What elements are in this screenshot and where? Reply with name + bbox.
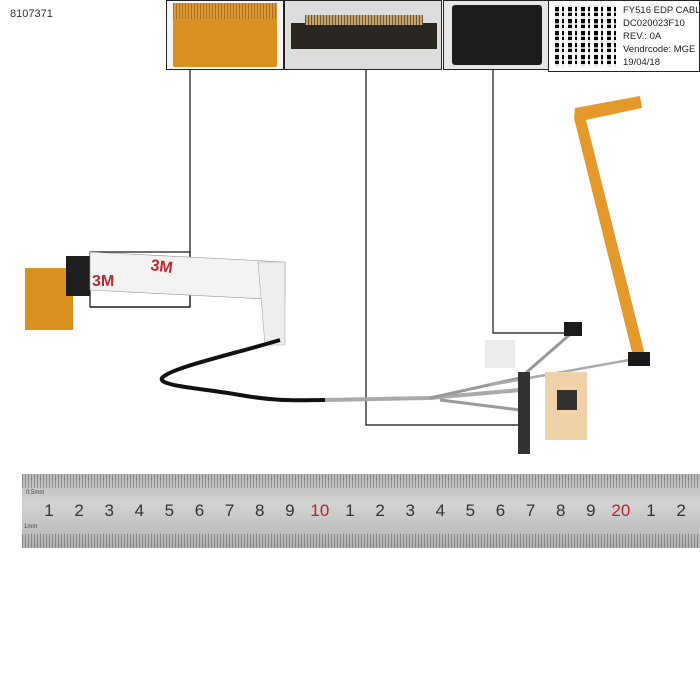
label-line: DC020023F10	[623, 18, 685, 29]
gray-cable-branch	[439, 398, 521, 412]
ruler-number: 9	[586, 501, 596, 520]
cable-label: FY516 EDP CABLE DC020023F10 REV.: 0A Ven…	[548, 0, 700, 72]
ruler-number: 6	[495, 501, 506, 520]
small-connector	[564, 322, 582, 336]
ruler-number: 10	[310, 501, 330, 520]
right-connector	[628, 352, 650, 366]
sticker-qr	[557, 390, 577, 410]
adhesive-tape	[89, 251, 286, 301]
callout-line	[492, 70, 565, 334]
tape-brand: 3M	[92, 273, 114, 290]
ruler-number: 20	[611, 501, 631, 520]
label-text: FY516 EDP CABLE DC020023F10 REV.: 0A Ven…	[623, 4, 700, 69]
tape-piece	[485, 340, 515, 368]
ruler-number: 3	[104, 501, 114, 520]
connector-pins	[173, 3, 277, 19]
connector-body	[452, 5, 542, 65]
qr-code	[555, 5, 617, 67]
ruler-number: 4	[134, 501, 145, 520]
callout-line	[365, 70, 520, 426]
adhesive-tape-tail	[257, 261, 286, 346]
ruler-unit-top: 0.5mm	[26, 490, 45, 496]
connector-body	[291, 23, 437, 49]
connector-pins	[305, 15, 423, 25]
ruler-number: 2	[676, 501, 686, 520]
ruler-number: 2	[375, 501, 385, 520]
ruler-number: 1	[646, 501, 656, 520]
inset-connector-flex	[166, 0, 284, 70]
ruler-number: 5	[164, 501, 175, 520]
gray-cable-branch	[489, 356, 641, 387]
gray-cable	[324, 388, 521, 402]
left-flex-connector	[25, 268, 73, 330]
label-line: FY516 EDP CABLE	[623, 5, 700, 16]
display-connector	[518, 372, 530, 454]
label-line: REV.: 0A	[623, 31, 662, 42]
label-line: Vendrcode: MGE	[623, 44, 696, 55]
ruler-number: 4	[435, 501, 446, 520]
ruler-ticks-top	[22, 474, 700, 488]
callout-lines	[90, 70, 565, 426]
ruler-number: 1	[345, 501, 355, 520]
ruler-number: 2	[74, 501, 84, 520]
ruler-number: 6	[194, 501, 205, 520]
ruler-number: 7	[224, 501, 235, 520]
ruler-ticks-bottom	[22, 534, 700, 548]
right-flex-cable	[574, 96, 645, 360]
product-code: 8107371	[10, 8, 53, 20]
black-cable	[159, 338, 326, 403]
ruler-number: 7	[525, 501, 536, 520]
label-line: 19/04/18	[623, 57, 660, 68]
tape-brand: 3M	[149, 257, 173, 277]
ruler-number: 3	[405, 501, 415, 520]
ruler-unit-bottom: 1mm	[24, 524, 38, 530]
ruler-number: 1	[44, 501, 54, 520]
left-connector-block	[66, 256, 90, 296]
ruler-number: 5	[465, 501, 476, 520]
inset-display-connector	[284, 0, 442, 70]
ruler-number: 8	[555, 501, 566, 520]
ruler-number: 8	[254, 501, 265, 520]
cable-photo: 3M 3M	[25, 70, 650, 454]
ruler-number: 9	[285, 501, 295, 520]
